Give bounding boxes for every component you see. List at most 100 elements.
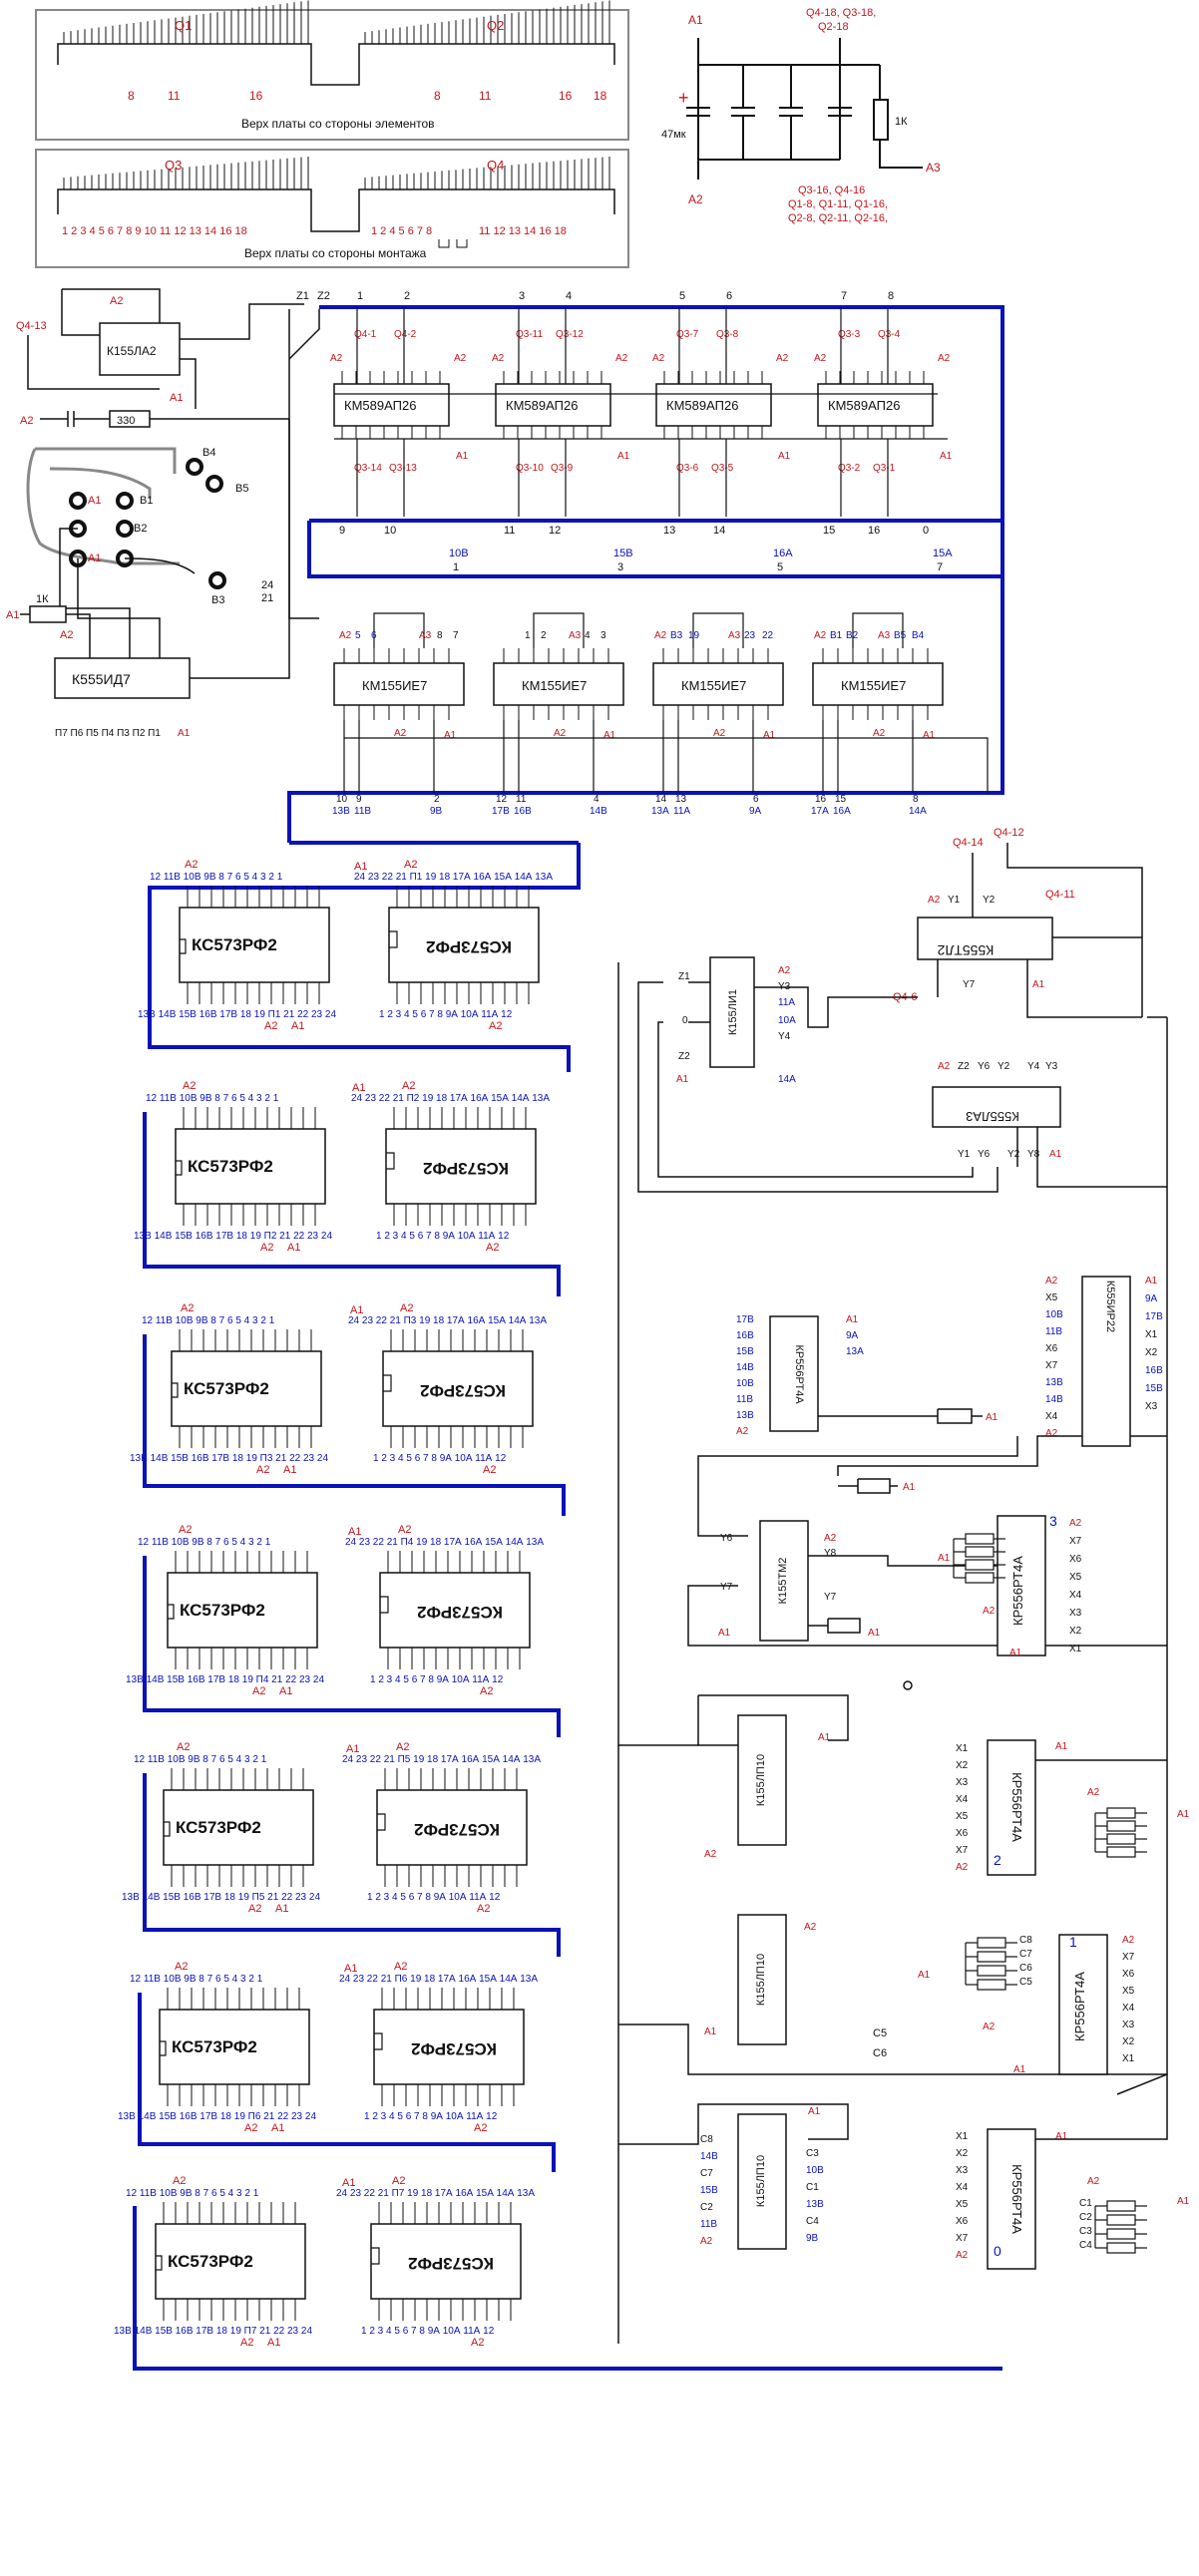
rom-bottom-left-pins: 13В 14В 15В 16В 17В 18 19 П3 21 22 23 24 [130,1453,328,1464]
ie7-pin: A2 [814,630,827,641]
ir22-chip-label: К555ИР22 [1104,1281,1116,1332]
tm2-y7b: Y7 [824,1592,837,1603]
ie7-pin: B2 [846,630,859,641]
ir22-left-pin: X4 [1045,1411,1058,1422]
ie7-pin: B4 [912,630,925,641]
rom-bottom-right-pins: 1 2 3 4 5 6 7 8 9А 10А 11А 12 [379,1009,513,1020]
ie7-pin: 23 [744,630,756,641]
li1-11a: 11А [778,997,795,1008]
ir22-right-pin: X2 [1145,1347,1158,1358]
tl2-pin-q412: Q4-12 [994,827,1024,839]
ie7-pin: 1 [525,630,531,641]
ie7-bottom-num: 6 [753,794,759,805]
ap26-chip [817,383,934,427]
ie7-bottom-num: 13 [675,794,687,805]
ie7-chip [493,662,624,706]
rt4a2-left-pin: A2 [956,1862,969,1873]
la3-y8: Y8 [1027,1149,1040,1160]
ie7-pin: A3 [878,630,891,641]
lp10c-left-pin: C2 [700,2202,713,2213]
rt4a3-right-pin: X6 [1069,1554,1082,1565]
rom-chip-right-label: КС573РФ2 [423,1159,509,1178]
rt4a0-res-a1: A1 [1177,2196,1190,2207]
id7-a1: A1 [178,728,191,739]
la3-a1: A1 [1049,1149,1062,1160]
rt4a0-right-pin: C3 [1079,2226,1092,2237]
rom-chip-right [376,1789,528,1866]
ie7-bottom-bus: 16В [514,806,532,817]
rom-top-a2b: A2 [404,859,417,871]
id7-a2: A2 [60,629,73,641]
ie7-pin: 5 [355,630,361,641]
lp10c-right-pin: C1 [806,2182,819,2193]
rom-top-left-pins: 12 11В 10В 9В 8 7 6 5 4 3 2 1 [138,1537,271,1548]
rt4a1-a2: A2 [983,2022,996,2032]
ie7-chip-label: КМ155ИЕ7 [841,678,906,693]
rom-chip-right [385,1128,537,1205]
ir22-right-pin: 9А [1145,1293,1158,1304]
ie7-bottom-num: 9 [356,794,362,805]
ie7-a2: A2 [554,728,567,739]
ap26-pin-label: Q3-11 [516,329,543,340]
lp10c-right-pin: C4 [806,2216,819,2227]
pullup-resistor [977,1951,1006,1963]
ie7-a2: A2 [713,728,726,739]
connector-diagram-bottom: Q3 Q4 1 2 3 4 5 6 7 8 9 10 11 12 13 14 1… [35,149,629,268]
ie7-bottom-num: 11 [516,794,527,805]
rom-bottom-a2b: A2 [489,1020,502,1032]
ap26-bottom-pin: Q3-13 [389,463,417,474]
lp10c-a1: A1 [808,2106,821,2117]
ap26-a1: A1 [940,451,953,462]
tl2-pin-q411: Q4-11 [1045,889,1075,901]
rom-chip-left [171,1350,322,1427]
power-a2-left: A2 [20,415,33,427]
rt4a3-chip-label: КР556РТ4А [1010,1556,1025,1626]
rt4a0-right-pin: C4 [1079,2240,1092,2251]
la3-y2b: Y2 [1007,1149,1020,1160]
rom-bottom-left-pins: 13В 14В 15В 16В 17В 18 19 П6 21 22 23 24 [118,2111,316,2122]
rt4a1-left-pin: C8 [1019,1935,1032,1946]
ie7-a1: A1 [763,730,776,741]
id7-chip-label: К555ИД7 [72,671,131,687]
ap26-top-num: 1 [357,290,363,302]
rt4a3-a1: A1 [938,1553,951,1564]
rt4a3-right-pin: X7 [1069,1536,1082,1547]
ie7-chip [652,662,784,706]
rom-bottom-a2b: A2 [474,2122,487,2134]
rt4a3-right-pin: X5 [1069,1572,1082,1583]
rom-chip-left [159,2009,310,2085]
rom-chip-left [175,1128,326,1205]
lp10a-a2: A2 [704,1849,717,1860]
ie7-pin: A2 [654,630,667,641]
ap26-pin-label: Q4-1 [354,329,377,340]
ir22-right-pin: 15В [1145,1383,1163,1394]
tm2-a1-left: A1 [718,1628,731,1639]
rom-chip-right [388,907,540,983]
pullup-resistor [965,1559,995,1571]
rom-top-a1: A1 [350,1304,363,1316]
ap26-bottom-num: 11 [504,525,515,537]
ir22-right-pin: 16В [1145,1365,1163,1376]
ie7-pin: A3 [419,630,432,641]
rom-top-a2b: A2 [398,1524,411,1536]
pullup-resistor [1106,1807,1136,1819]
ie7-chip-label: КМ155ИЕ7 [681,678,746,693]
rt4a2-left-pin: X6 [956,1828,969,1839]
ap26-bottom-num: 9 [339,525,345,537]
rom-top-a1: A1 [354,861,367,873]
ie7-top-num: 5 [777,561,783,573]
ir22-left-pin: X7 [1045,1360,1058,1371]
pullup-resistor [1106,2214,1136,2226]
ap26-top-num: 4 [566,290,572,302]
rom-top-left-pins: 12 11В 10В 9В 8 7 6 5 4 3 2 1 [142,1315,275,1326]
rt4a0-right-pin: C2 [1079,2212,1092,2223]
rt14-9a: 9А [846,1330,859,1341]
tl2-chip-label: К555ТЛ2 [937,942,994,958]
rt4a2-left-pin: X7 [956,1845,969,1856]
rt4a2-left-pin: X5 [956,1811,969,1822]
pullup-resistor [965,1546,995,1558]
rt4a1-right-pin: X3 [1122,2020,1135,2030]
ap26-pin-a2: A2 [814,353,827,364]
rt4a0-left-pin: X2 [956,2148,969,2159]
